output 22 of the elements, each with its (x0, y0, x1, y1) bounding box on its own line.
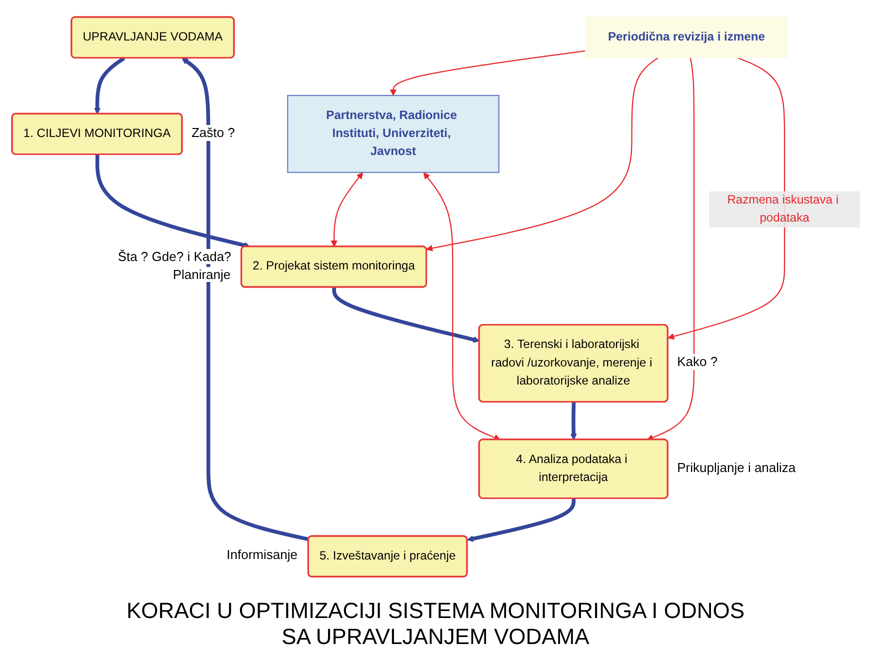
arrow (330, 172, 363, 248)
node-box: Partnerstva, Radionice Instituti, Univerziteti, Javnost (286, 95, 499, 174)
arrow (332, 288, 480, 343)
side-note: Kako ? (675, 354, 720, 370)
arrow (94, 56, 125, 114)
diagram-caption: KORACI U OPTIMIZACIJI SISTEMA MONITORINGA I ODNOS SA UPRAVLJANJEM VODAMA (126, 598, 746, 650)
arrow (667, 57, 785, 340)
edge-label: Razmena iskustava i podataka (726, 194, 838, 225)
arrow (94, 154, 250, 249)
arrow (389, 50, 585, 96)
arrow (646, 58, 694, 441)
side-note: Šta ? Gde? i Kada? (116, 248, 234, 264)
side-note: Prikupljanje i analiza (675, 460, 798, 476)
side-note: Zašto ? (189, 125, 237, 141)
node-box: Periodična revizija i izmene (584, 16, 788, 58)
arrow (570, 402, 576, 440)
side-note: Planiranje (170, 266, 233, 282)
arrow (466, 498, 576, 542)
arrow (422, 172, 500, 441)
side-note: Informisanje (224, 547, 300, 564)
arrow (181, 58, 309, 542)
arrow (426, 57, 658, 252)
